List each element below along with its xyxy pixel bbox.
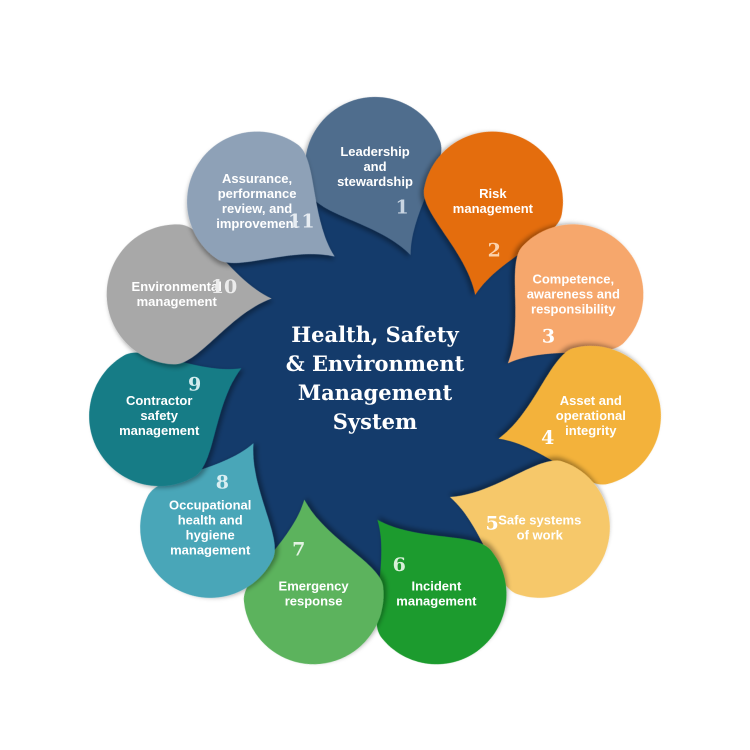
element-6-label: management: [396, 594, 477, 609]
element-2-shape: [423, 131, 563, 295]
center-title-line: Health, Safety: [291, 322, 459, 347]
element-5-shape: [449, 460, 610, 598]
element-7-label: response: [285, 594, 343, 609]
element-5-label: of work: [517, 527, 564, 542]
element-8-label: health and: [178, 512, 243, 527]
element-11-label: improvement: [216, 216, 298, 231]
element-5-number: 5: [485, 512, 498, 534]
element-8-label: hygiene: [186, 527, 235, 542]
element-11-number: 11: [288, 210, 314, 232]
element-1-label: Leadership: [340, 144, 409, 159]
element-4-label: Asset and: [560, 393, 622, 408]
petals: Leadershipandstewardship1Riskmanagement2…: [89, 96, 661, 665]
element-8-label: management: [170, 542, 251, 557]
element-11-label: performance: [218, 186, 297, 201]
element-1-label: and: [363, 159, 386, 174]
element-4-label: operational: [556, 408, 626, 423]
element-6-number: 6: [393, 554, 406, 576]
element-3-label: Competence,: [532, 271, 614, 286]
element-3-label: awareness and: [527, 286, 620, 301]
element-10-number: 10: [211, 276, 237, 298]
element-7-label: Emergency: [279, 579, 350, 594]
element-6-label: Incident: [411, 579, 462, 594]
element-2-label: management: [453, 201, 534, 216]
element-3-shape: [507, 224, 644, 364]
element-9-shape: [89, 352, 242, 487]
element-11-label: review, and: [222, 201, 292, 216]
element-4-number: 4: [541, 427, 554, 449]
element-7-shape: [243, 499, 384, 665]
element-6-shape: [376, 519, 507, 665]
element-4-label: integrity: [565, 423, 617, 438]
element-3-number: 3: [542, 326, 555, 348]
element-11-label: Assurance,: [222, 171, 292, 186]
element-1-label: stewardship: [337, 174, 413, 189]
element-9-label: Contractor: [126, 393, 192, 408]
element-10-label: Environmental: [132, 279, 222, 294]
element-1-shape: [304, 96, 442, 256]
center-title-line: & Environment: [286, 351, 465, 376]
element-10-shape: [106, 224, 272, 365]
element-2-label: Risk: [479, 186, 507, 201]
element-8-number: 8: [216, 471, 229, 493]
element-10-label: management: [137, 294, 218, 309]
element-5-label: Safe systems: [498, 512, 581, 527]
element-9-number: 9: [188, 374, 201, 396]
element-9-label: safety: [140, 408, 178, 423]
center-title-line: Management: [298, 380, 453, 405]
element-11-shape: [187, 131, 335, 263]
element-2-number: 2: [488, 240, 501, 262]
element-9-label: management: [119, 423, 200, 438]
center-title-line: System: [333, 409, 417, 434]
element-1-number: 1: [395, 197, 408, 219]
element-3-label: responsibility: [531, 301, 616, 316]
element-7-number: 7: [292, 539, 305, 561]
element-4-shape: [498, 346, 661, 485]
element-8-label: Occupational: [169, 497, 251, 512]
